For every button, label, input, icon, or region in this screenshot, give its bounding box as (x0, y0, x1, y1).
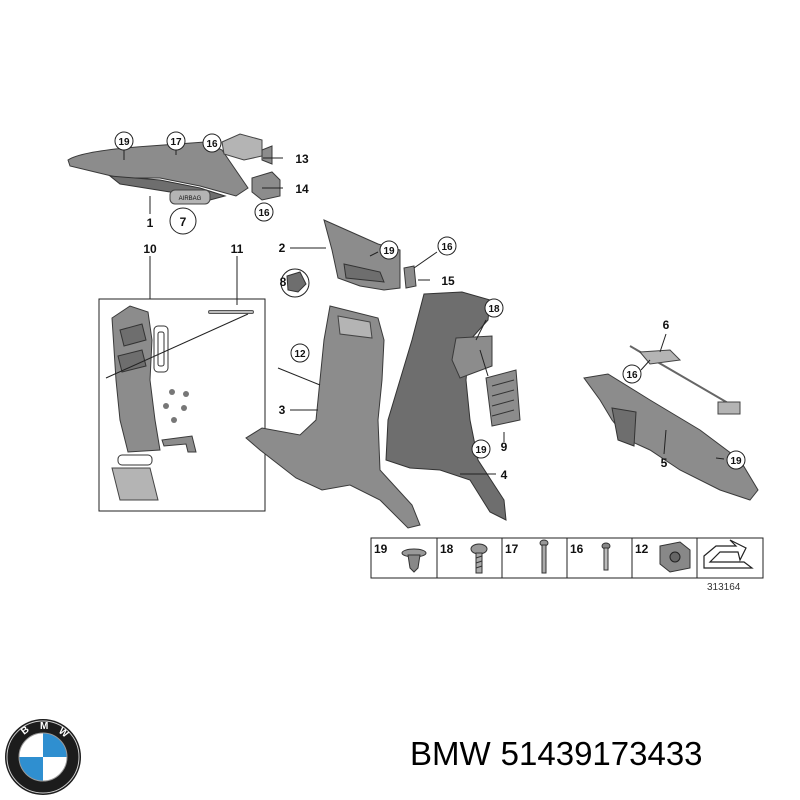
legend-number: 19 (374, 542, 388, 556)
brand-name: BMW (410, 735, 491, 772)
legend-item-12: 12 (635, 541, 691, 573)
svg-text:M: M (40, 721, 48, 732)
callout-13: 13 (295, 152, 309, 166)
part-13-clip (221, 133, 273, 165)
legend-number: 18 (440, 542, 454, 556)
part-5-trim-panel (583, 373, 759, 501)
callout-11: 11 (231, 242, 244, 256)
long-screw-icon (539, 539, 549, 574)
callout-16: 16 (626, 370, 638, 381)
diagram-reference-number: 313164 (707, 582, 741, 593)
legend-number: 12 (635, 542, 649, 556)
callout-4: 4 (501, 468, 508, 482)
callout-labels: 19 17 16 13 14 16 7 1 10 11 2 19 16 15 8… (118, 137, 742, 482)
screw-icon (470, 543, 488, 574)
legend-item-19: 19 (374, 542, 427, 573)
callout-18: 18 (488, 304, 500, 315)
push-clip-icon (401, 548, 427, 573)
callout-17: 17 (170, 137, 182, 148)
direction-arrow-icon (703, 539, 754, 569)
part-10-b-pillar-lower (111, 305, 197, 501)
airbag-tag: AIRBAG (179, 196, 202, 202)
part-8-clip (280, 268, 310, 298)
part-9-vent (485, 369, 521, 427)
callout-19: 19 (383, 246, 395, 257)
part-10-group-box (98, 298, 266, 512)
part-4-b-pillar-trim-right (385, 291, 507, 521)
callout-14: 14 (295, 182, 309, 196)
legend-item-18: 18 (440, 542, 488, 574)
callout-12: 12 (294, 349, 306, 360)
callout-9: 9 (501, 440, 508, 454)
leader-lines (105, 150, 725, 475)
callout-19: 19 (730, 456, 742, 467)
legend-number: 17 (505, 542, 519, 556)
part-1-upper-trim: AIRBAG (67, 141, 249, 205)
callout-10: 10 (143, 242, 157, 256)
callout-15: 15 (441, 274, 455, 288)
part-3-b-pillar-trim (245, 305, 421, 529)
callout-8: 8 (280, 275, 287, 289)
part-2-b-pillar-upper (323, 219, 401, 291)
legend-item-16: 16 (570, 542, 611, 571)
nut-clip-icon (659, 541, 691, 573)
callout-16: 16 (258, 208, 270, 219)
part-number: 51439173433 (500, 735, 703, 772)
callout-6: 6 (663, 318, 670, 332)
pin-icon (601, 542, 611, 571)
callout-7: 7 (180, 215, 187, 229)
callout-5: 5 (661, 456, 668, 470)
bmw-logo-icon: B M W (5, 719, 81, 795)
callout-19: 19 (118, 137, 130, 148)
callout-19: 19 (475, 445, 487, 456)
callout-2: 2 (279, 241, 286, 255)
fastener-legend: 19 18 17 16 (370, 537, 764, 579)
callout-16: 16 (441, 242, 453, 253)
callout-3: 3 (279, 403, 286, 417)
callout-circles (114, 131, 746, 470)
part-15-clip (403, 265, 417, 289)
legend-item-17: 17 (505, 539, 549, 574)
callout-16: 16 (206, 139, 218, 150)
part-14-clip (251, 171, 281, 201)
legend-number: 16 (570, 542, 584, 556)
callout-1: 1 (147, 216, 154, 230)
airbag-badge (169, 189, 211, 205)
